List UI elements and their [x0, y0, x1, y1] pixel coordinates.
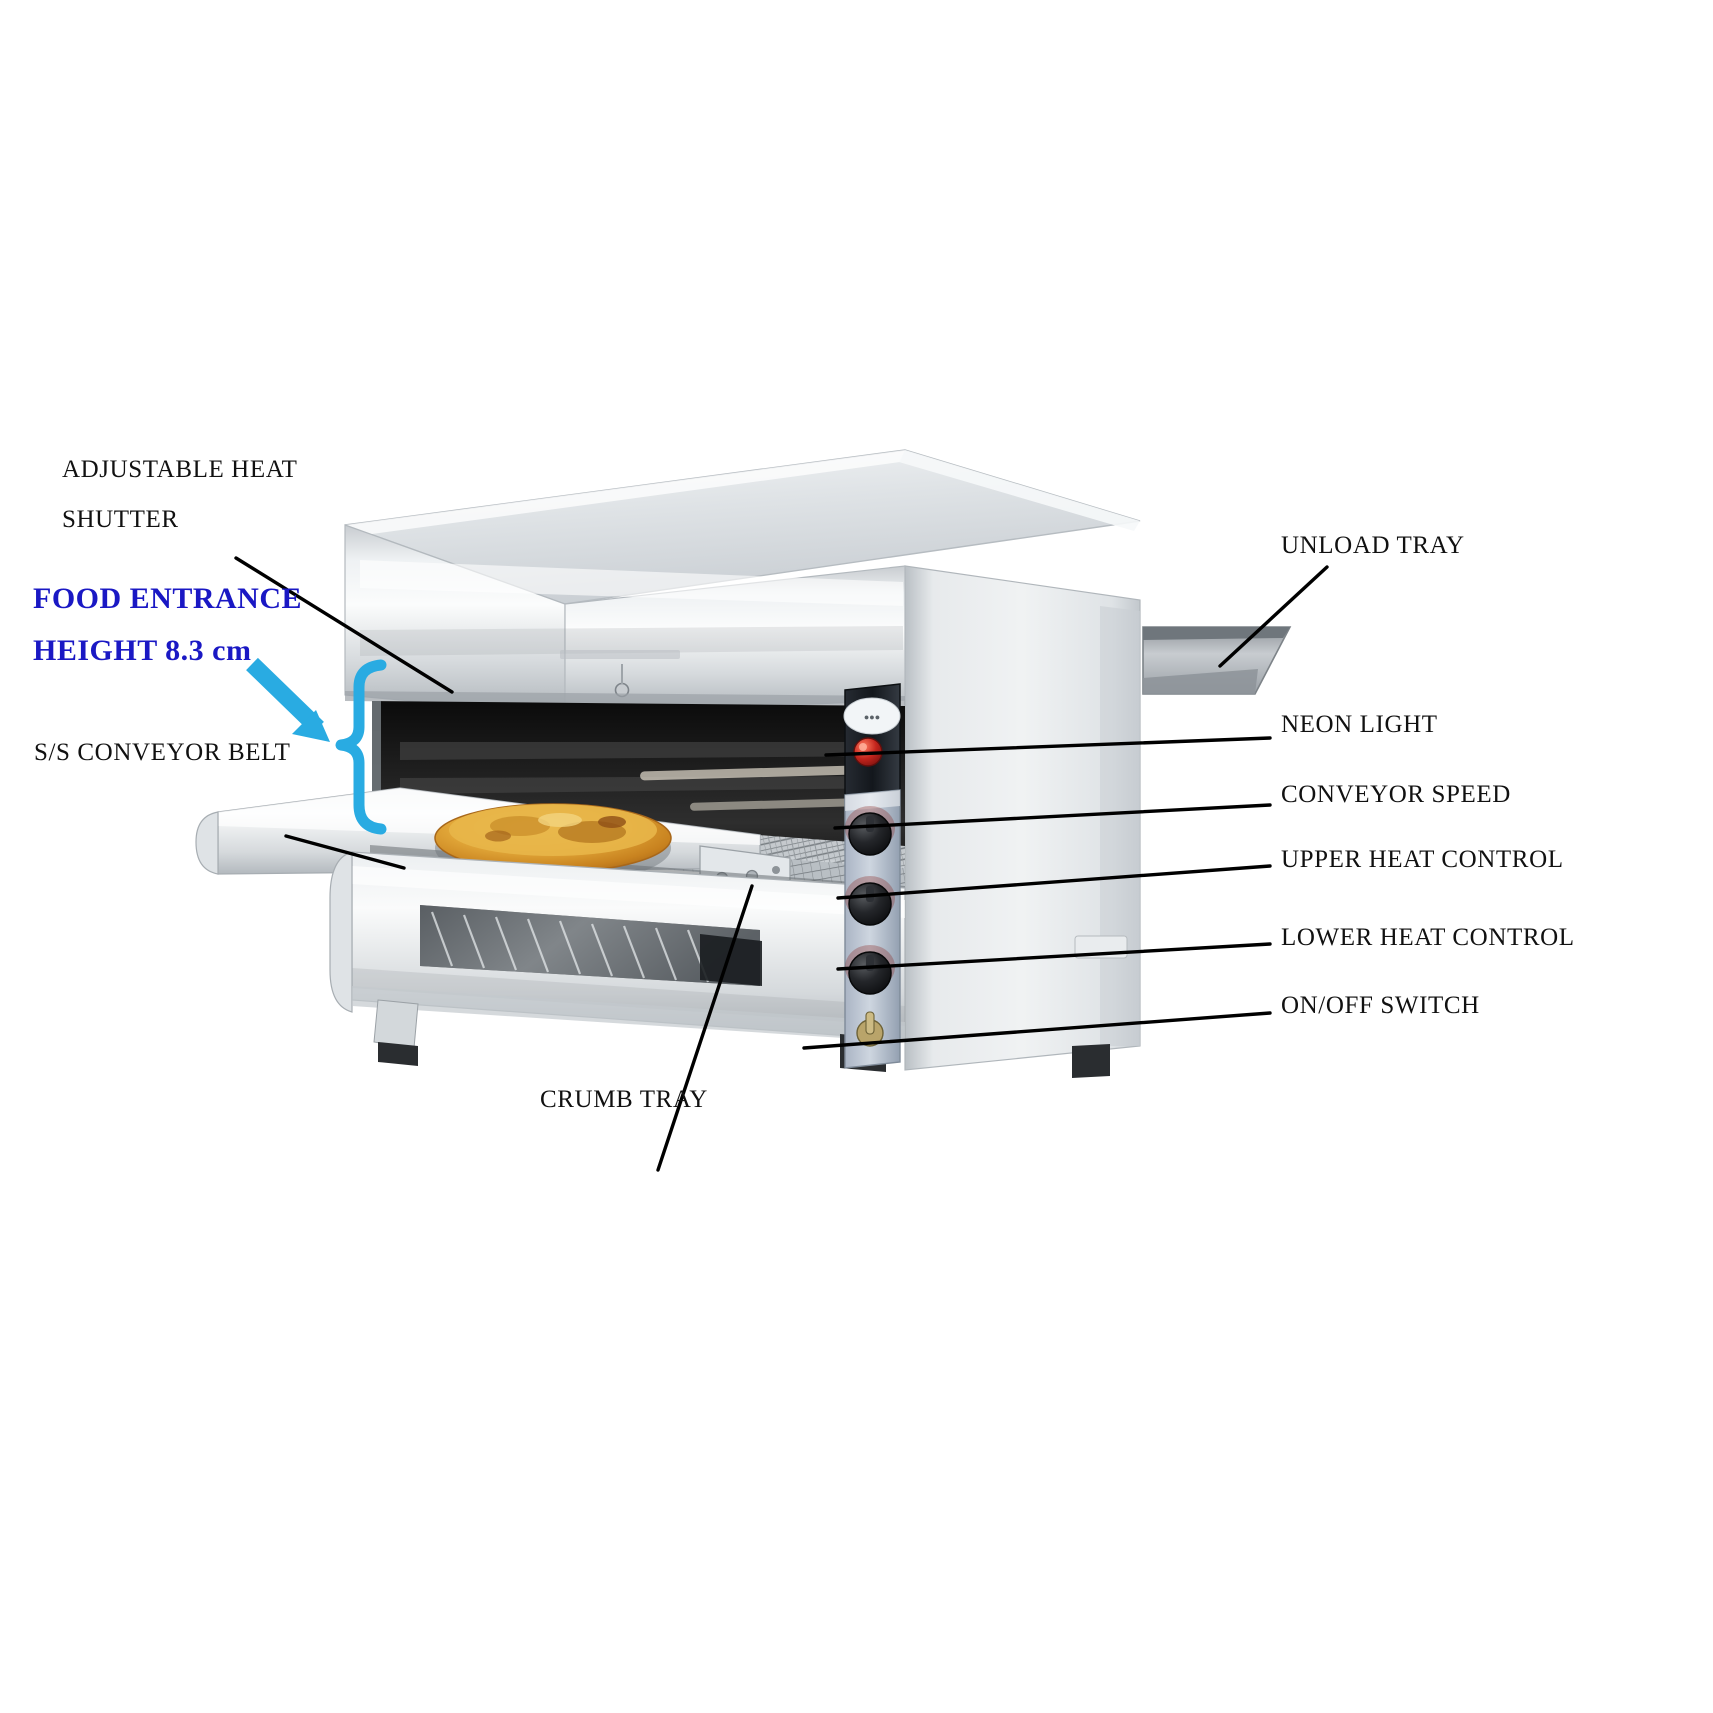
label-adjustable-heat-shutter-line1: ADJUSTABLE HEAT — [62, 456, 298, 483]
label-crumb-tray: CRUMB TRAY — [540, 1086, 708, 1113]
label-food-entrance-line1: FOOD ENTRANCE — [33, 582, 303, 615]
label-unload-tray: UNLOAD TRAY — [1281, 532, 1465, 559]
adjustable-heat-shutter-graphic — [344, 524, 906, 716]
label-on-off-switch: ON/OFF SWITCH — [1281, 992, 1480, 1019]
svg-text:●●●: ●●● — [864, 712, 880, 722]
control-panel: ●●● — [843, 683, 901, 1069]
label-neon-light: NEON LIGHT — [1281, 711, 1438, 738]
label-conveyor-speed: CONVEYOR SPEED — [1281, 781, 1511, 808]
label-conveyor-belt: S/S CONVEYOR BELT — [34, 739, 291, 766]
oven-right-side-panel — [904, 565, 1141, 1078]
label-lower-heat-control: LOWER HEAT CONTROL — [1281, 924, 1575, 951]
unload-tray-graphic — [1142, 626, 1292, 695]
neon-light-graphic — [853, 737, 883, 767]
label-upper-heat-control: UPPER HEAT CONTROL — [1281, 846, 1564, 873]
oven-lower-front — [329, 851, 906, 1072]
label-adjustable-heat-shutter-line2: SHUTTER — [62, 506, 179, 533]
label-food-entrance-height: HEIGHT 8.3 cm — [33, 634, 252, 667]
